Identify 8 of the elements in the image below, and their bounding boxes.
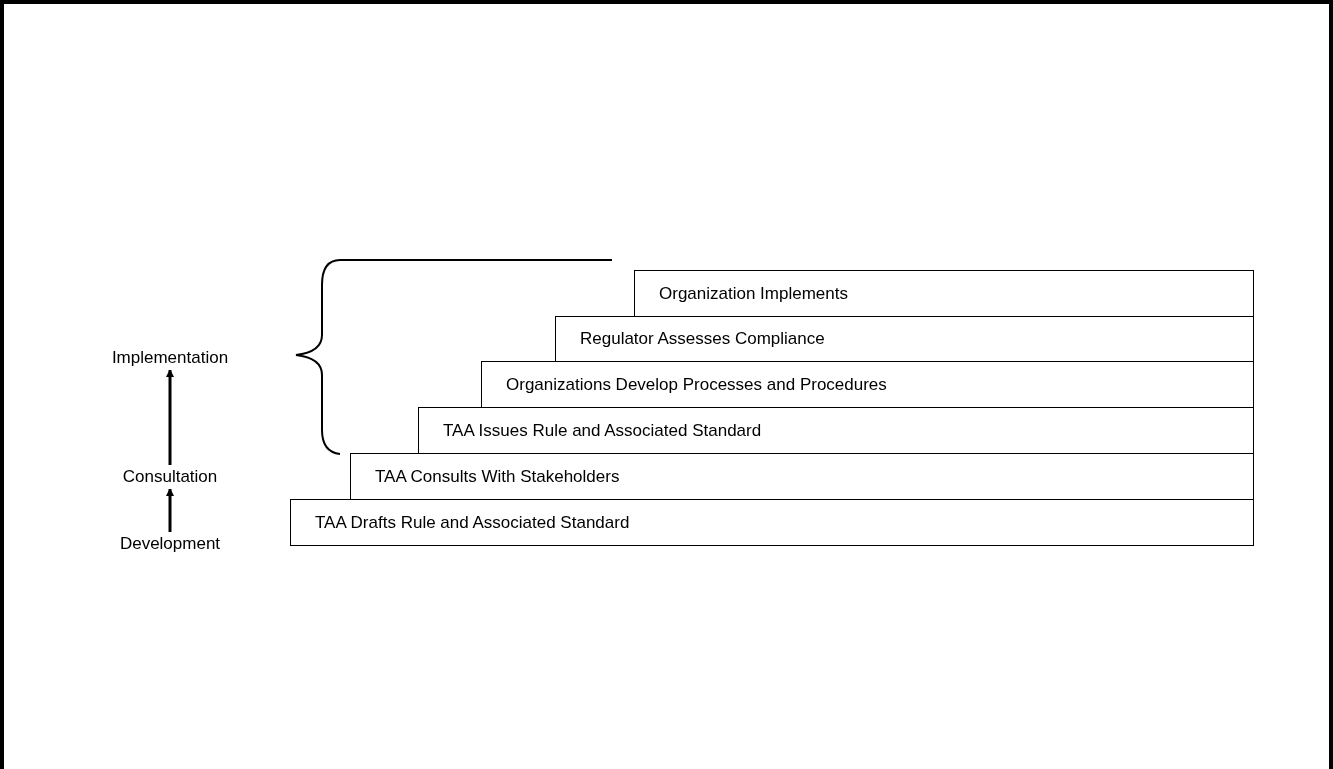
step-box: Organization Implements (634, 270, 1254, 317)
step-box: Organizations Develop Processes and Procedures (481, 361, 1254, 408)
step-box: Regulator Assesses Compliance (555, 316, 1254, 362)
step-box: TAA Drafts Rule and Associated Standard (290, 499, 1254, 546)
arrow (166, 488, 174, 532)
step-box: TAA Consults With Stakeholders (350, 453, 1254, 500)
step-box: TAA Issues Rule and Associated Standard (418, 407, 1254, 454)
arrow (166, 369, 174, 465)
